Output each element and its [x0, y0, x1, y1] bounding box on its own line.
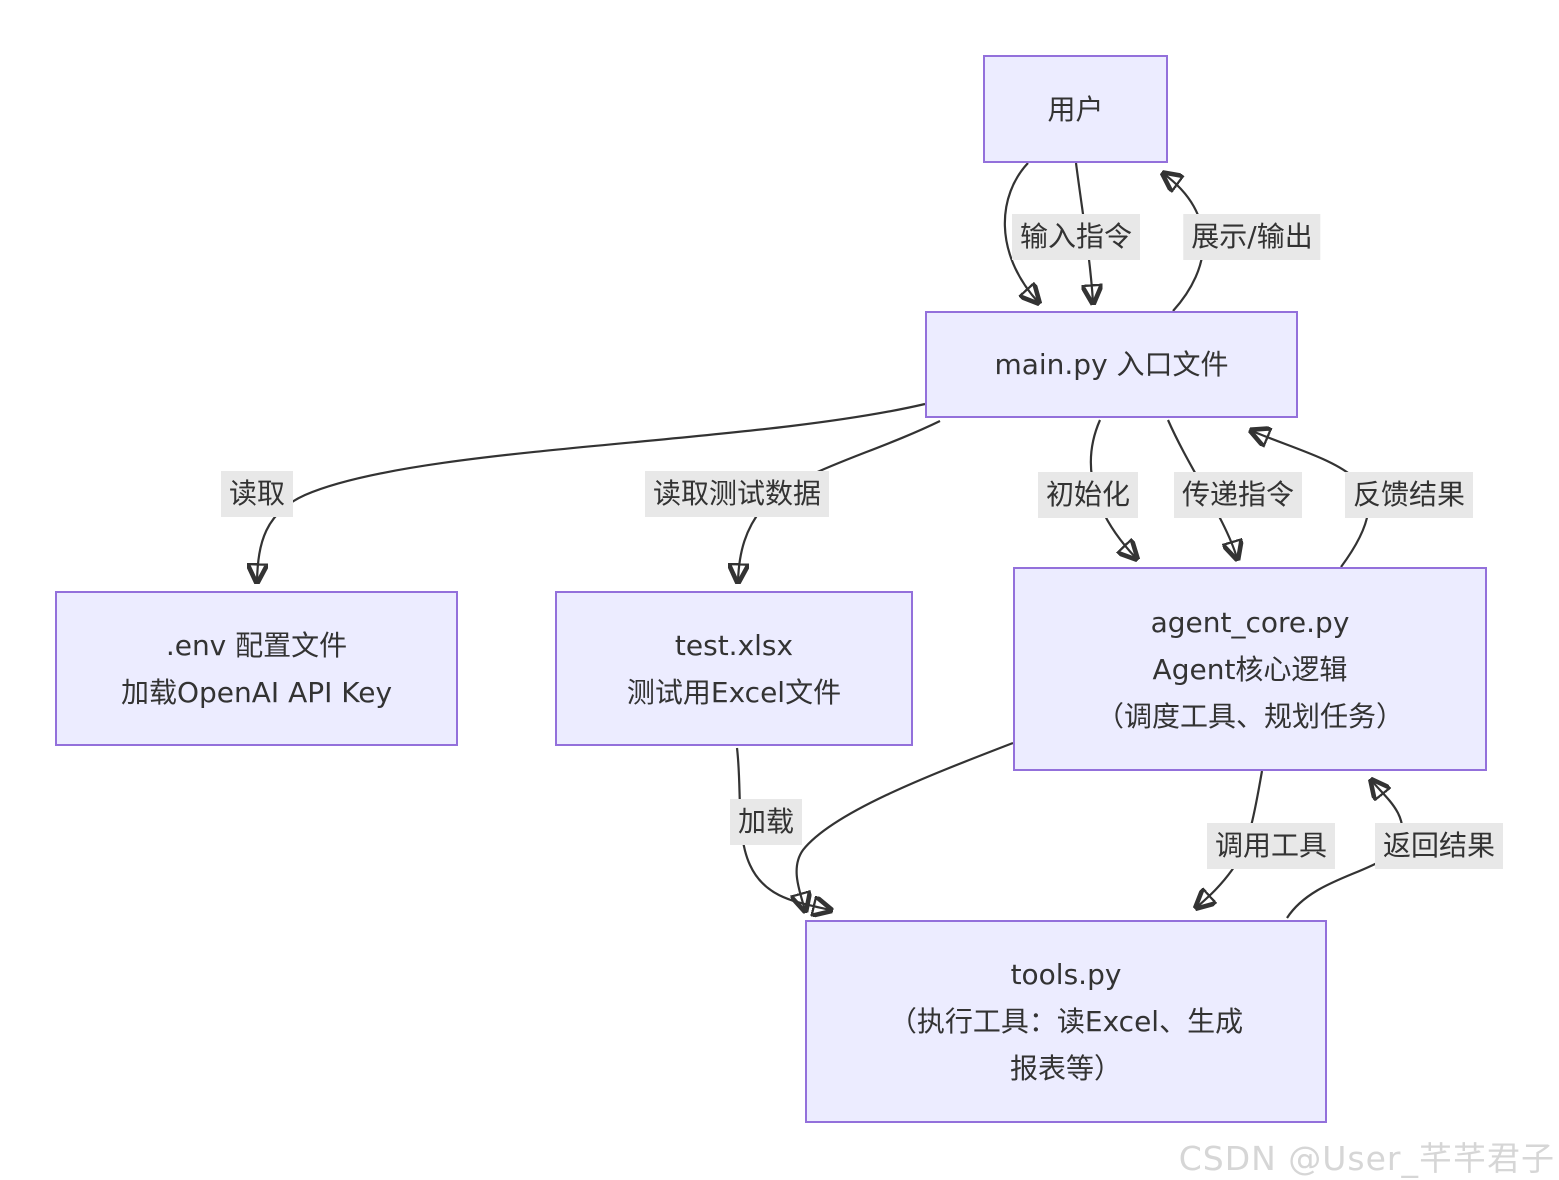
edge-label-display-output: 展示/输出 — [1183, 214, 1321, 260]
edge-label-initialize: 初始化 — [1037, 472, 1139, 518]
edge-user-main-left — [1003, 162, 1038, 302]
edge-label-return-result: 返回结果 — [1374, 823, 1504, 869]
edge-agent-tools-sweep — [797, 741, 1014, 910]
edge-label-read-test-data: 读取测试数据 — [644, 471, 830, 517]
node-tools-line2: （执行工具：读Excel、生成 — [888, 1005, 1244, 1038]
node-user: 用户 — [983, 55, 1168, 163]
node-env-line1: .env 配置文件 — [165, 628, 348, 662]
node-agent-line1: agent_core.py — [1150, 605, 1350, 639]
edge-label-call-tool: 调用工具 — [1206, 823, 1336, 869]
watermark-text: CSDN @User_芊芊君子 — [1178, 1139, 1555, 1178]
node-test-line1: test.xlsx — [674, 628, 794, 662]
node-tools-line1: tools.py — [1010, 958, 1122, 991]
node-main: main.py 入口文件 — [925, 311, 1298, 418]
node-test: test.xlsx 测试用Excel文件 — [555, 591, 913, 746]
edge-label-load: 加载 — [729, 799, 803, 845]
node-agent: agent_core.py Agent核心逻辑 （调度工具、规划任务） — [1013, 567, 1487, 771]
node-agent-line2: Agent核心逻辑 — [1152, 652, 1348, 686]
edge-label-pass-command: 传递指令 — [1173, 472, 1303, 518]
node-user-label: 用户 — [1047, 92, 1104, 126]
node-main-label: main.py 入口文件 — [994, 348, 1229, 381]
node-tools-line3: 报表等） — [1009, 1052, 1122, 1085]
node-tools: tools.py （执行工具：读Excel、生成 报表等） — [805, 920, 1327, 1123]
edge-label-input-command: 输入指令 — [1011, 214, 1141, 260]
edge-label-read-env: 读取 — [220, 471, 294, 517]
edge-main-env — [257, 402, 926, 581]
node-agent-line3: （调度工具、规划任务） — [1095, 699, 1404, 733]
node-test-line2: 测试用Excel文件 — [626, 675, 842, 709]
node-env: .env 配置文件 加载OpenAI API Key — [55, 591, 458, 746]
edge-label-feedback-result: 反馈结果 — [1344, 472, 1474, 518]
node-env-line2: 加载OpenAI API Key — [120, 675, 393, 709]
